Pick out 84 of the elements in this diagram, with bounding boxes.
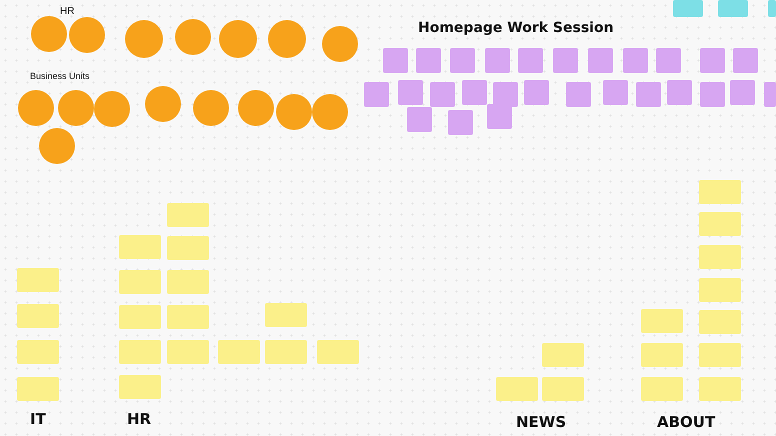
sticky-note [518,48,543,73]
sticky-note [699,377,741,401]
circle-note [322,26,358,62]
sticky-note [407,107,432,132]
circle-note [145,86,181,122]
circle-note [238,90,274,126]
sticky-note [641,309,683,333]
sticky-note [167,305,209,329]
sticky-note [462,80,487,105]
sticky-note [416,48,441,73]
sticky-note [496,377,538,401]
sticky-note [398,80,423,105]
circle-note [58,90,94,126]
circle-note [94,91,130,127]
circle-note [39,128,75,164]
sticky-note [699,343,741,367]
column-heading: NEWS [516,413,566,431]
column-heading: HR [127,410,152,428]
circle-note [276,94,312,130]
sticky-note [718,0,748,17]
column-heading: IT [30,410,46,428]
sticky-note [167,236,209,260]
sticky-note [450,48,475,73]
circle-note [69,17,105,53]
sticky-note [448,110,473,135]
sticky-note [768,0,776,17]
sticky-note [636,82,661,107]
sticky-note [265,340,307,364]
sticky-note [17,268,59,292]
sticky-note [733,48,758,73]
sticky-note [699,245,741,269]
sticky-note [485,48,510,73]
sticky-note [167,203,209,227]
sticky-note [764,82,776,107]
section-title: Homepage Work Session [418,20,614,36]
sticky-note [673,0,703,17]
sticky-note [218,340,260,364]
sticky-note [730,80,755,105]
sticky-note [588,48,613,73]
sticky-note [553,48,578,73]
sticky-note [699,310,741,334]
sticky-note [383,48,408,73]
sticky-note [317,340,359,364]
sticky-note [542,377,584,401]
circle-note [125,20,163,58]
sticky-note [487,104,512,129]
sticky-note [603,80,628,105]
sticky-note [699,212,741,236]
circle-note [175,19,211,55]
sticky-note [641,343,683,367]
circle-note [268,20,306,58]
sticky-note [524,80,549,105]
circle-note [193,90,229,126]
sticky-note [656,48,681,73]
sticky-note [167,340,209,364]
sticky-note [641,377,683,401]
group-heading: HR [60,6,74,17]
circle-note [312,94,348,130]
sticky-note [167,270,209,294]
sticky-note [700,82,725,107]
sticky-note [566,82,591,107]
sticky-note [17,304,59,328]
sticky-note [119,305,161,329]
sticky-note [623,48,648,73]
circle-note [18,90,54,126]
sticky-note [542,343,584,367]
sticky-note [364,82,389,107]
sticky-note [699,278,741,302]
sticky-note [17,340,59,364]
group-heading: Business Units [30,71,90,81]
sticky-note [119,270,161,294]
sticky-note [265,303,307,327]
sticky-note [119,375,161,399]
sticky-note [699,180,741,204]
sticky-note [700,48,725,73]
sticky-note [17,377,59,401]
sticky-note [493,82,518,107]
sticky-note [667,80,692,105]
sticky-note [119,235,161,259]
sticky-note [119,340,161,364]
circle-note [31,16,67,52]
column-heading: ABOUT [657,413,716,431]
circle-note [219,20,257,58]
sticky-note [430,82,455,107]
